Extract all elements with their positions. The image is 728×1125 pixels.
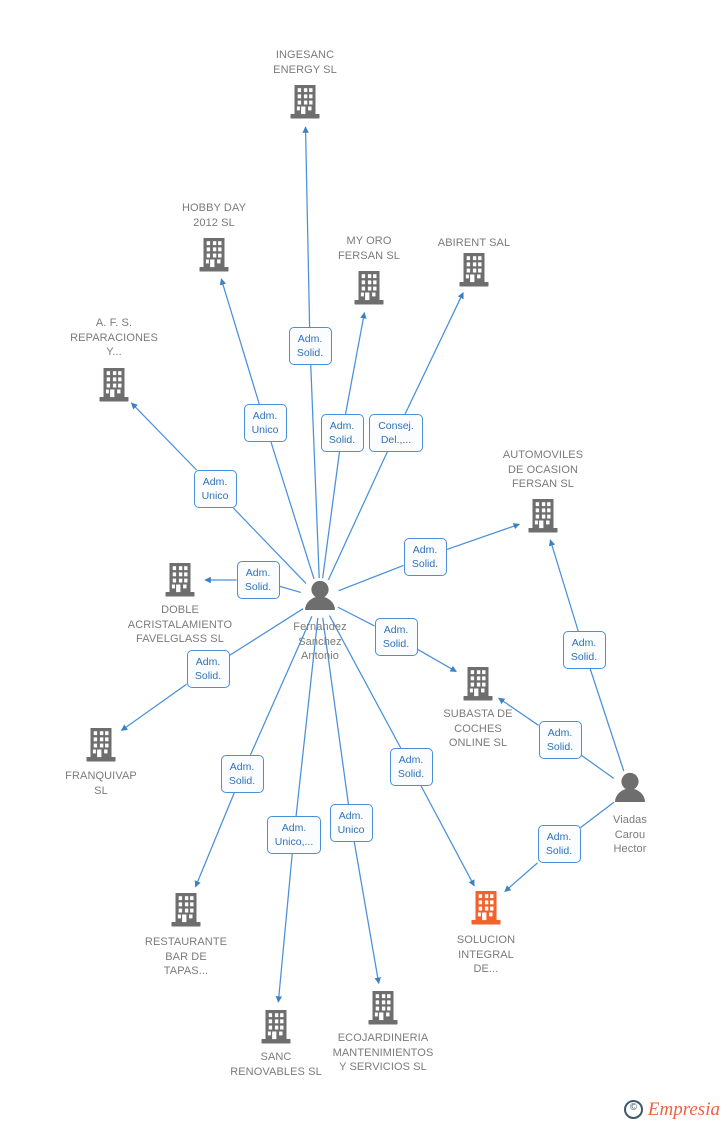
node-icon-hobbyday-building-icon[interactable] [199,238,229,272]
edge-segment-fernandez-to-subasta-a [337,606,375,627]
node-icon-myoro-building-icon[interactable] [354,271,384,305]
node-icon-abirent-building-icon[interactable] [459,253,489,287]
edge-segment-fernandez-to-ingesanc-b [302,126,311,328]
edge-segment-viadas-to-subasta-a [581,754,615,779]
edge-segment-fernandez-to-ecojardin-a [322,617,350,805]
node-icon-viadas-person-icon[interactable] [615,772,645,802]
edge-label-fernandez-to-automoviles[interactable]: Adm. Solid. [403,538,447,576]
edge-segment-fernandez-to-hobbyday-a [270,441,315,580]
copyright-icon: © [623,1100,643,1119]
node-icon-subasta-building-icon[interactable] [463,667,493,701]
edge-label-fernandez-to-myoro[interactable]: Adm. Solid. [320,414,364,452]
empresia-watermark: © Empresia [623,1100,720,1119]
edge-segment-fernandez-to-sanc-a [295,617,319,817]
node-icon-ingesanc-building-icon[interactable] [290,85,320,119]
empresia-brand-initial: E [647,1099,660,1120]
edge-layer [120,126,625,1003]
edge-segment-viadas-to-solucion-b [504,862,538,892]
edge-segment-fernandez-to-subasta-b [417,648,457,673]
edge-segment-fernandez-to-afs-a [232,507,307,585]
node-icon-restaurante-building-icon[interactable] [171,893,201,927]
node-icon-ecojardin-building-icon[interactable] [368,991,398,1025]
edge-label-fernandez-to-restaurante[interactable]: Adm. Solid. [220,755,264,793]
edge-segment-fernandez-to-automoviles-b [446,523,520,551]
edge-label-fernandez-to-ingesanc[interactable]: Adm. Solid. [288,327,332,365]
edge-label-fernandez-to-solucion[interactable]: Adm. Solid. [389,748,433,786]
edge-segment-fernandez-to-myoro-b [344,311,367,415]
edge-label-fernandez-to-doble[interactable]: Adm. Solid. [236,561,280,599]
empresia-brand: Empresia [648,1100,720,1119]
edge-segment-fernandez-to-restaurante-b [194,792,235,888]
node-layer [86,85,645,1044]
edge-label-fernandez-to-hobbyday[interactable]: Adm. Unico [243,404,287,442]
edge-segment-fernandez-to-hobbyday-b [219,278,260,405]
edge-label-fernandez-to-abirent[interactable]: Consej. Del.,... [369,414,423,452]
edge-segment-fernandez-to-afs-b [130,402,197,471]
node-icon-solucion-building-icon[interactable] [471,891,501,925]
empresia-brand-rest: mpresia [659,1099,720,1120]
node-icon-afs-building-icon[interactable] [99,368,129,402]
node-icon-franquivap-building-icon[interactable] [86,728,116,762]
edge-segment-fernandez-to-doble-a [279,585,301,594]
edge-segment-viadas-to-automoviles-a [589,668,625,772]
node-icon-fernandez-person-icon[interactable] [305,580,335,610]
edge-segment-fernandez-to-restaurante-a [249,616,313,756]
edge-label-viadas-to-solucion[interactable]: Adm. Solid. [537,825,581,863]
node-icon-sanc-building-icon[interactable] [261,1010,291,1044]
edge-label-fernandez-to-ecojardin[interactable]: Adm. Unico [329,804,373,842]
edge-segment-viadas-to-solucion-a [580,801,615,829]
edge-segment-fernandez-to-solucion-a [328,615,402,749]
edge-segment-fernandez-to-abirent-a [327,451,388,581]
edge-segment-viadas-to-subasta-b [498,697,539,726]
edge-segment-fernandez-to-ingesanc-a [310,364,320,579]
edge-segment-fernandez-to-solucion-b [420,785,475,887]
edge-label-viadas-to-automoviles[interactable]: Adm. Solid. [562,631,606,669]
edge-segment-fernandez-to-franquivap-a [229,608,304,656]
edge-segment-viadas-to-automoviles-b [548,539,579,632]
edge-label-viadas-to-subasta[interactable]: Adm. Solid. [538,721,582,759]
edge-segment-fernandez-to-abirent-b [404,291,464,415]
edge-segment-fernandez-to-franquivap-b [120,683,187,732]
edge-label-fernandez-to-subasta[interactable]: Adm. Solid. [374,618,418,656]
node-icon-automoviles-building-icon[interactable] [528,499,558,533]
edge-label-fernandez-to-sanc[interactable]: Adm. Unico,... [267,816,321,854]
node-icon-doble-building-icon[interactable] [165,563,195,597]
edge-label-fernandez-to-franquivap[interactable]: Adm. Solid. [186,650,230,688]
edge-segment-fernandez-to-automoviles-a [338,564,404,592]
edge-segment-fernandez-to-myoro-a [322,451,341,579]
edge-label-fernandez-to-afs[interactable]: Adm. Unico [193,470,237,508]
edge-segment-fernandez-to-sanc-b [275,853,293,1003]
edge-segment-fernandez-to-ecojardin-b [353,841,381,985]
